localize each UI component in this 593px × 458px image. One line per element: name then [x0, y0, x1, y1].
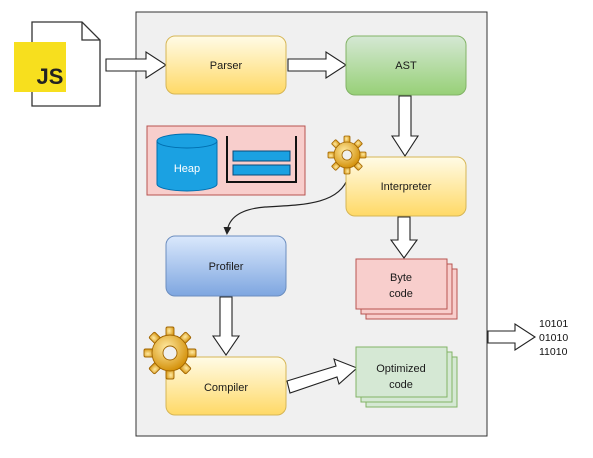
binary-output: 10101 01010 11010: [539, 318, 568, 358]
arrow-file-to-parser: [105, 50, 168, 80]
profiler-label: Profiler: [209, 261, 244, 273]
bytecode-label-line2: code: [389, 288, 413, 300]
ast-node: AST: [345, 35, 467, 96]
heap-cylinder: Heap: [156, 133, 218, 192]
gear-icon: [327, 135, 367, 175]
memory-block: Heap: [146, 125, 306, 196]
interpreter-label: Interpreter: [381, 181, 432, 193]
arrow-ast-to-interpreter: [390, 95, 420, 158]
js-file-icon: JS: [14, 21, 101, 107]
compiler-node: Compiler: [165, 356, 287, 416]
arrow-interpreter-to-bytecode: [389, 216, 419, 259]
parser-node: Parser: [165, 35, 287, 95]
bytecode-label-line1: Byte: [390, 272, 412, 284]
optimized-label-line1: Optimized: [376, 363, 426, 375]
gear-icon: [143, 326, 197, 380]
arrow-to-binary-output: [487, 322, 537, 352]
compiler-label: Compiler: [204, 382, 248, 394]
bytecode-node: Byte code: [355, 258, 458, 320]
optimized-code-node: Optimized code: [355, 346, 458, 408]
interpreter-node: Interpreter: [345, 156, 467, 217]
ast-label: AST: [395, 60, 417, 72]
js-logo-text: JS: [37, 64, 64, 89]
parser-label: Parser: [210, 60, 243, 72]
profiler-node: Profiler: [165, 235, 287, 297]
stack-icon: [226, 136, 297, 183]
arrow-compiler-to-optimized: [286, 358, 359, 394]
arrow-profiler-to-compiler: [211, 296, 241, 356]
binary-line-1: 10101: [539, 318, 568, 330]
optimized-label-line2: code: [389, 379, 413, 391]
arrow-parser-to-ast: [287, 50, 348, 80]
binary-line-2: 01010: [539, 332, 568, 344]
heap-label: Heap: [174, 163, 200, 175]
arrow-interpreter-to-profiler: [223, 176, 349, 235]
binary-line-3: 11010: [539, 346, 568, 358]
